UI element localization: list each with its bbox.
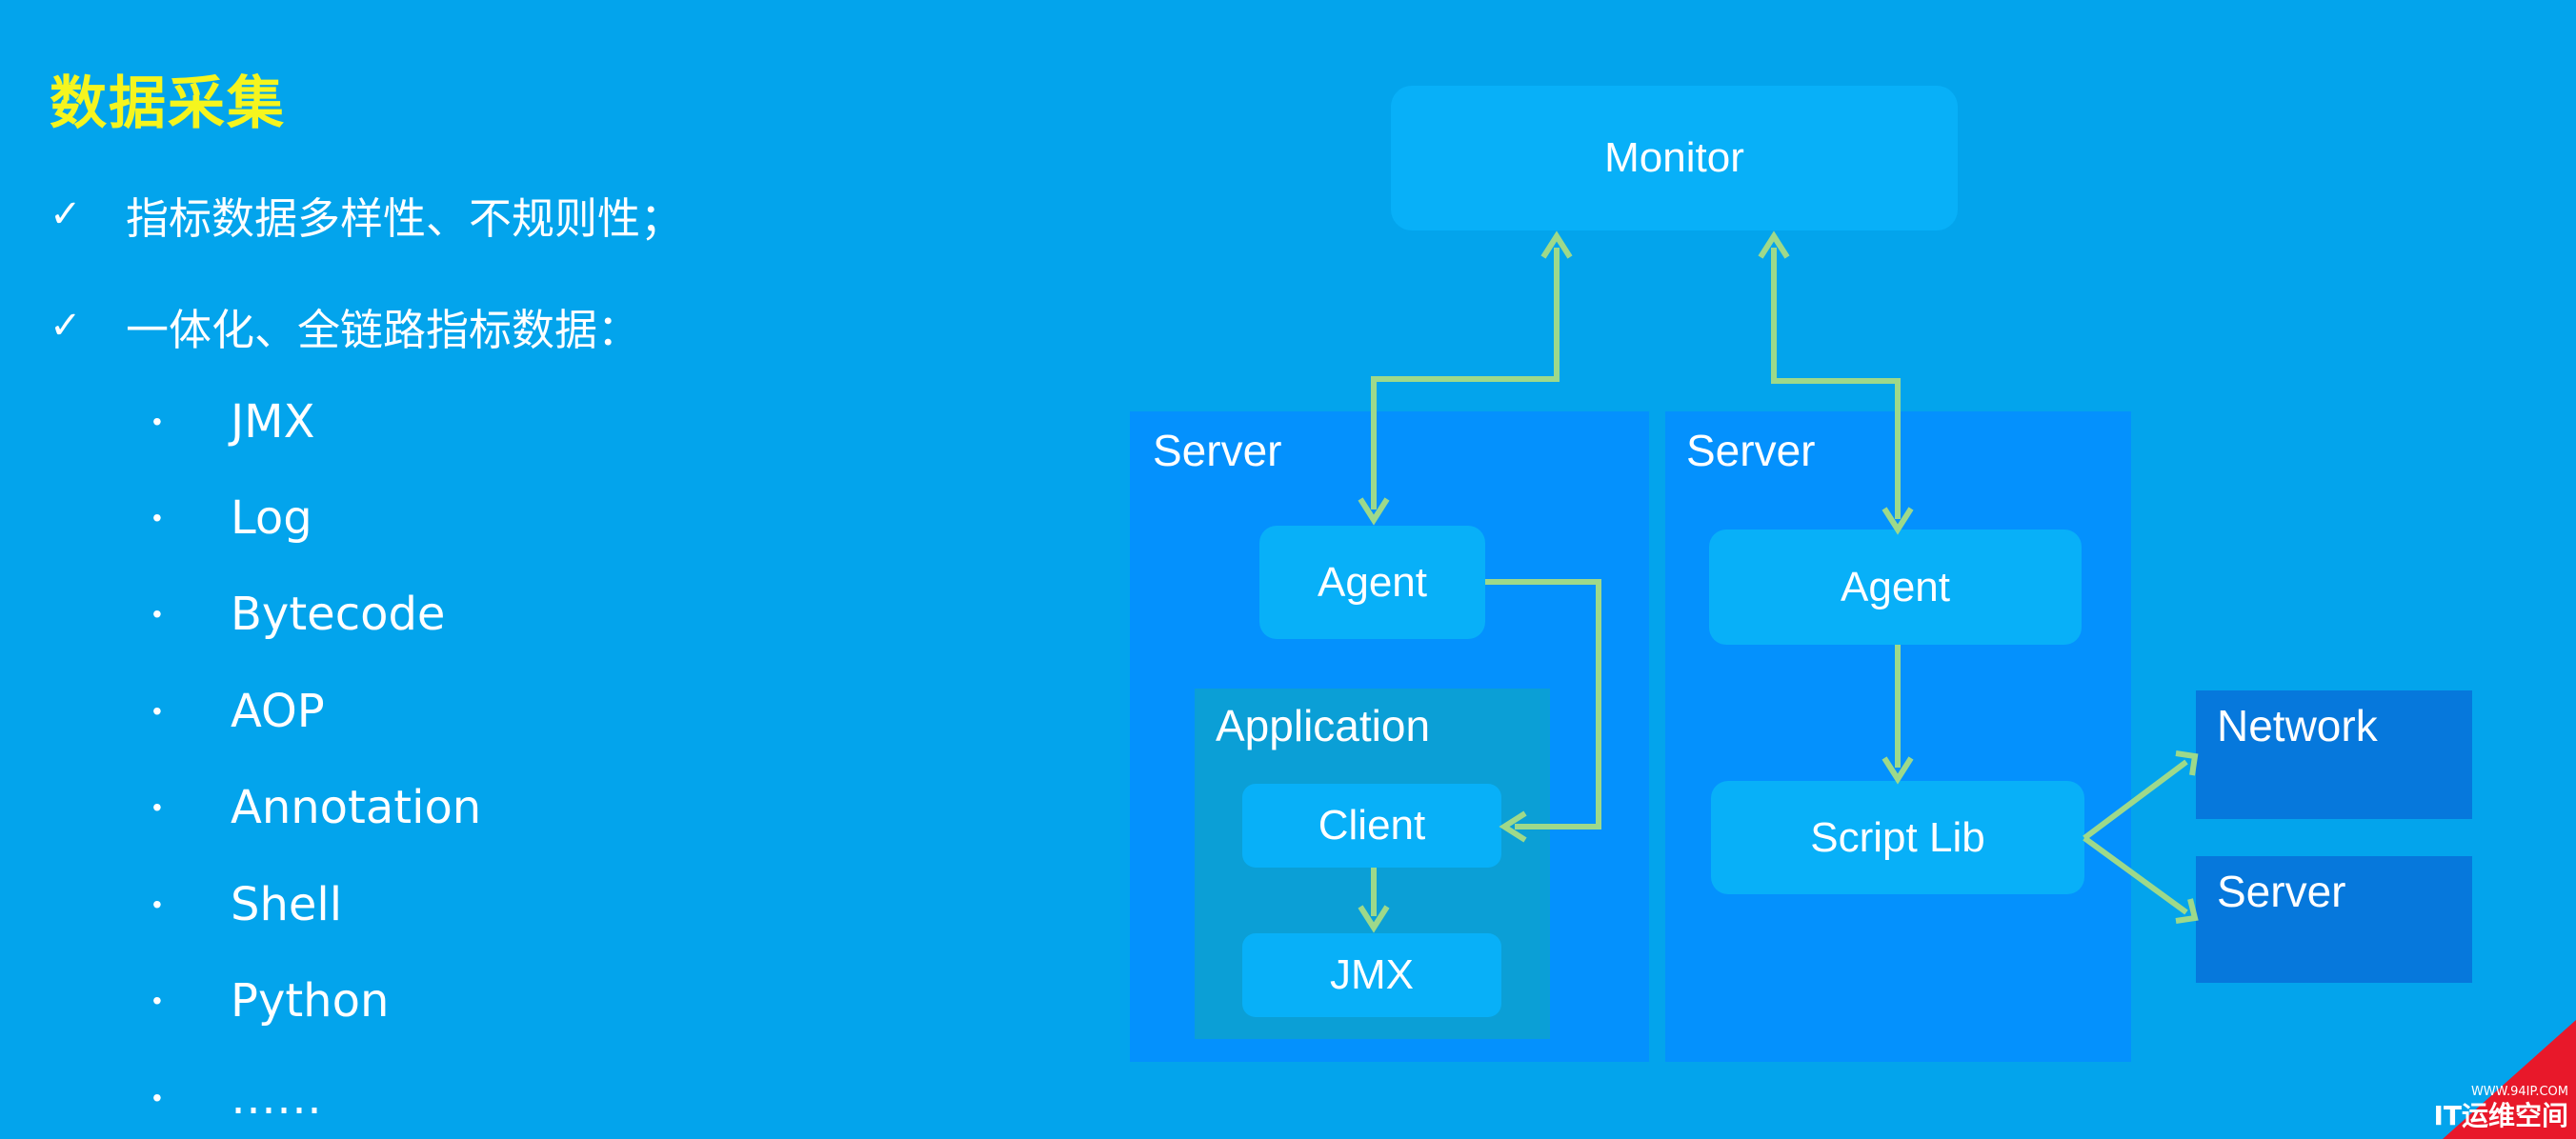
check-item: ✓ 指标数据多样性、不规则性；: [50, 181, 683, 248]
watermark-url: WWW.94IP.COM: [2470, 1085, 2568, 1099]
script-lib-node: Script Lib: [1711, 781, 2084, 894]
bullet-text: Annotation: [231, 781, 482, 834]
left-server-label: Server: [1153, 426, 1282, 475]
bullet-text: Bytecode: [231, 588, 446, 641]
bullet-item: • Python: [152, 968, 389, 1034]
bullet-dot-icon: •: [152, 407, 162, 436]
bullet-text: ……: [231, 1071, 322, 1125]
checkmark-icon: ✓: [50, 304, 82, 348]
slide-title: 数据采集: [50, 70, 286, 137]
bullet-item: • Shell: [152, 871, 342, 938]
check-item: ✓ 一体化、全链路指标数据：: [50, 292, 640, 359]
bullet-item: • AOP: [152, 678, 325, 745]
check-item-text: 指标数据多样性、不规则性；: [126, 192, 684, 244]
bullet-dot-icon: •: [152, 599, 162, 629]
bullet-text: Log: [231, 491, 312, 545]
arrowhead-icon: [2175, 898, 2199, 924]
external-server-box: Server: [2196, 856, 2472, 983]
bullet-dot-icon: •: [152, 696, 162, 726]
right-server-panel: Server: [1665, 411, 2131, 1062]
network-box: Network: [2196, 690, 2472, 819]
bullet-item: • Annotation: [152, 774, 481, 841]
jmx-node: JMX: [1242, 933, 1501, 1017]
bullet-item: • Bytecode: [152, 581, 445, 648]
bullet-text: Python: [231, 974, 390, 1028]
bullet-text: AOP: [231, 685, 325, 738]
bullet-item: • Log: [152, 485, 312, 551]
bullet-text: JMX: [231, 395, 315, 449]
arrowhead-icon: [2175, 750, 2199, 776]
arrowhead-icon: [1540, 230, 1573, 259]
application-label: Application: [1216, 701, 1431, 750]
client-node: Client: [1242, 784, 1501, 868]
bullet-item: • ……: [152, 1065, 322, 1131]
watermark: WWW.94IP.COM IT运维空间: [2424, 1020, 2576, 1139]
checkmark-icon: ✓: [50, 192, 82, 236]
right-agent-node: Agent: [1709, 530, 2082, 645]
bullet-dot-icon: •: [152, 1083, 162, 1112]
left-agent-node: Agent: [1259, 526, 1485, 639]
right-server-label: Server: [1686, 426, 1816, 475]
bullet-dot-icon: •: [152, 792, 162, 822]
watermark-text: IT运维空间: [2433, 1100, 2568, 1131]
bullet-dot-icon: •: [152, 986, 162, 1015]
watermark-triangle-icon: [2443, 1020, 2576, 1139]
bullet-dot-icon: •: [152, 889, 162, 919]
bullet-dot-icon: •: [152, 503, 162, 532]
bullet-text: Shell: [231, 878, 343, 931]
monitor-node: Monitor: [1391, 86, 1958, 230]
check-item-text: 一体化、全链路指标数据：: [126, 304, 641, 355]
bullet-item: • JMX: [152, 389, 314, 455]
arrowhead-icon: [1758, 230, 1790, 259]
